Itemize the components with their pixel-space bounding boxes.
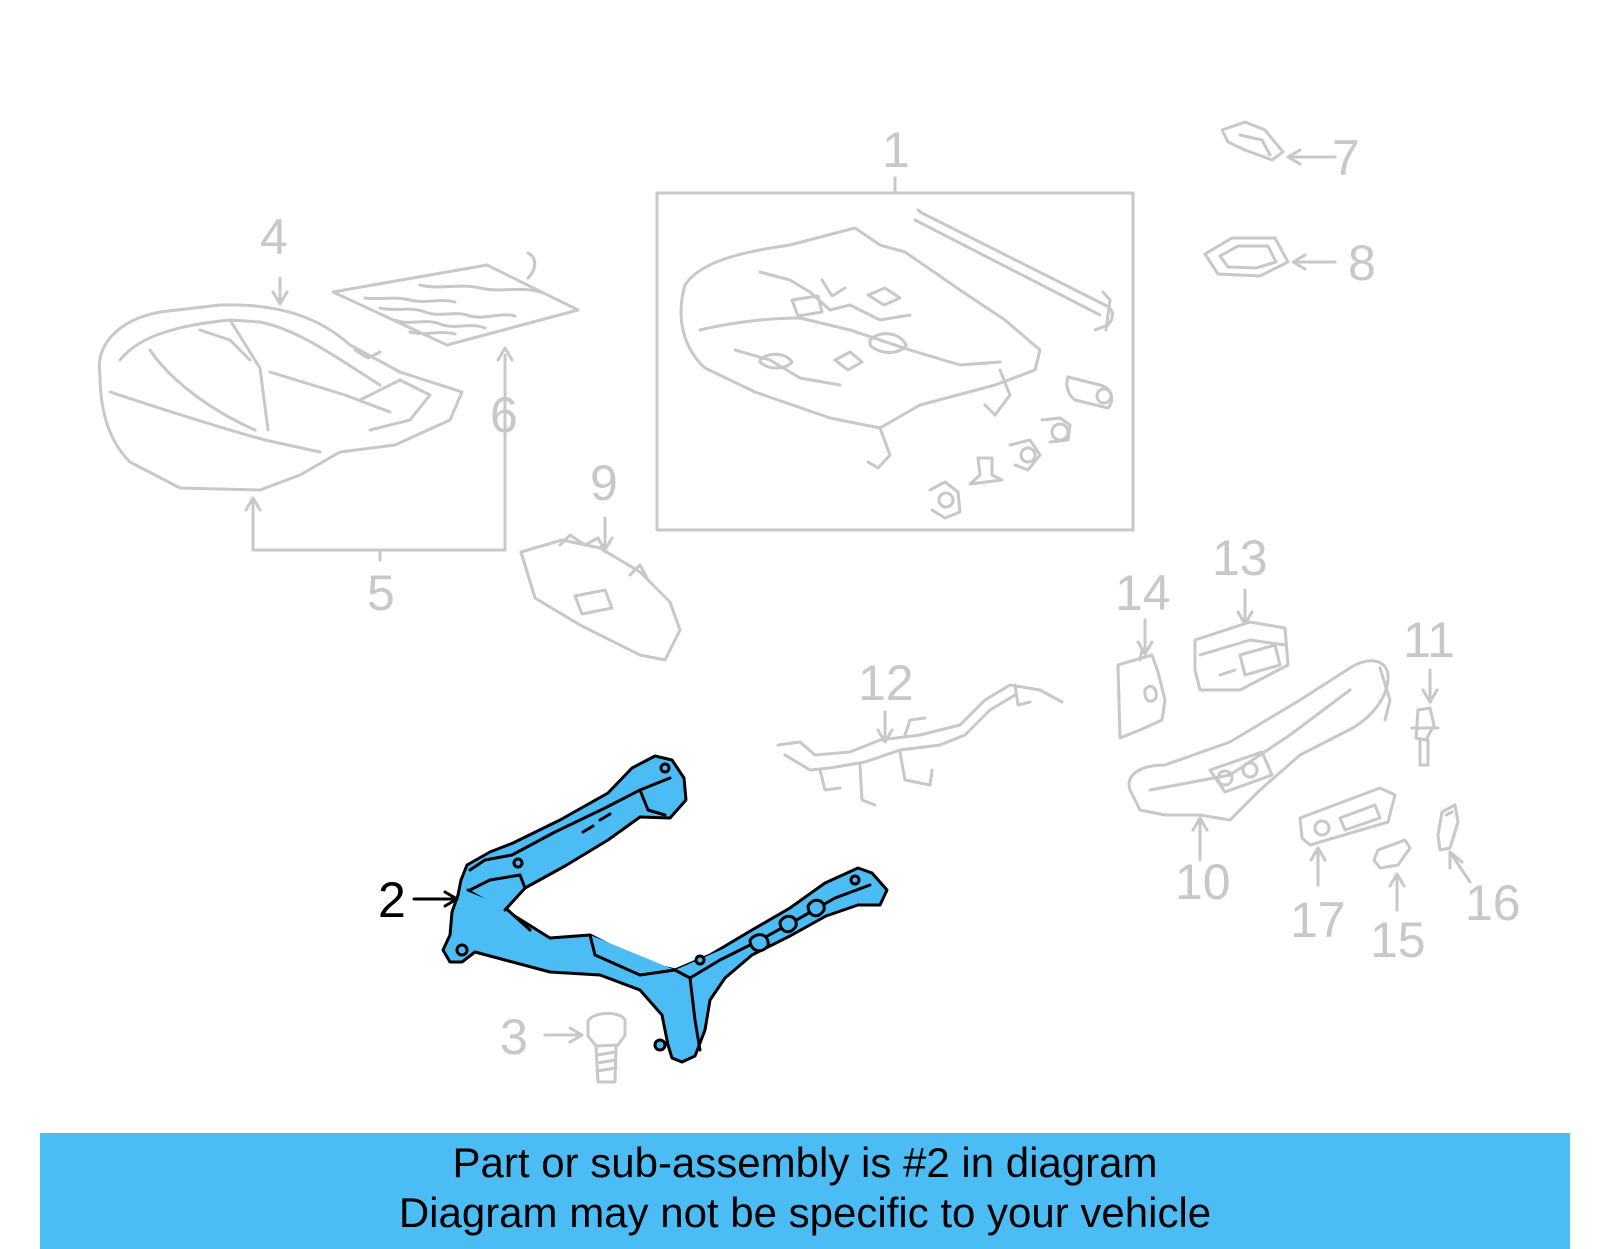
part-16-drawing (1436, 803, 1460, 852)
callout-17: 17 (1290, 892, 1346, 948)
seat-track-frame-highlighted (441, 754, 889, 1064)
part-17-drawing (1298, 786, 1397, 847)
leader-lines (244, 148, 1472, 1044)
leader-2 (412, 890, 459, 908)
callout-2: 2 (378, 872, 406, 928)
callout-6: 6 (490, 387, 518, 443)
part-9-drawing (519, 533, 682, 662)
callout-1: 1 (882, 122, 910, 178)
callout-9: 9 (590, 455, 618, 511)
callout-4: 4 (260, 209, 288, 265)
callout-10: 10 (1175, 854, 1231, 910)
callout-3: 3 (500, 1009, 528, 1065)
part-15-drawing (1372, 838, 1412, 870)
bolt-drawing (586, 1012, 627, 1084)
info-banner: Part or sub-assembly is #2 in diagram Di… (40, 1133, 1570, 1249)
part-14-drawing (1116, 648, 1167, 740)
callout-8: 8 (1348, 235, 1376, 291)
callout-16: 16 (1465, 875, 1521, 931)
heater-pad-drawing (331, 251, 580, 347)
side-shield-drawing (1127, 659, 1392, 822)
part-7-drawing (1220, 120, 1285, 162)
callout-12: 12 (858, 655, 914, 711)
part-8-drawing (1203, 236, 1290, 278)
harness-drawing (776, 683, 1064, 807)
seat-cushion-cover-drawing (97, 303, 464, 492)
part-11-drawing (1410, 706, 1440, 767)
callout-5: 5 (367, 565, 395, 621)
callout-14: 14 (1115, 565, 1171, 621)
banner-line-2: Diagram may not be specific to your vehi… (398, 1189, 1212, 1236)
part-13-drawing (1193, 620, 1290, 692)
seat-frame-box (655, 176, 1135, 532)
callout-15: 15 (1370, 912, 1426, 968)
callout-11: 11 (1403, 612, 1455, 668)
callout-13: 13 (1212, 530, 1268, 586)
callout-7: 7 (1332, 130, 1360, 186)
banner-line-1: Part or sub-assembly is #2 in diagram (452, 1139, 1158, 1186)
